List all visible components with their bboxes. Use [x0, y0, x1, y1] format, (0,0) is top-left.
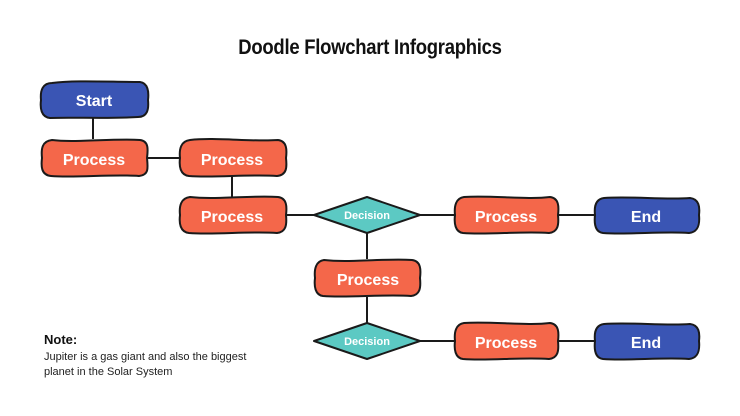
note-title: Note: [44, 332, 78, 347]
process-label-5: Process [337, 272, 399, 289]
process-node-5: Process [313, 258, 422, 298]
process-label-1: Process [63, 152, 125, 169]
end-node-2: End [593, 322, 701, 361]
page-title: Doodle Flowchart Infographics [238, 36, 502, 59]
process-label-6: Process [475, 335, 537, 352]
connectors [92, 118, 594, 342]
process-node-2: Process [178, 138, 288, 178]
end-node-1: End [593, 196, 701, 235]
start-label: Start [76, 93, 113, 110]
note-body: Jupiter is a gas giant and also the bigg… [44, 351, 247, 378]
decision-label-1: Decision [344, 210, 390, 222]
process-node-1: Process [40, 138, 149, 178]
decision-node-2: Decision [313, 322, 421, 360]
process-label-2: Process [201, 152, 263, 169]
process-node-6: Process [453, 321, 560, 361]
decision-label-2: Decision [344, 336, 390, 348]
end-label-2: End [631, 335, 661, 352]
end-label-1: End [631, 209, 661, 226]
process-node-4: Process [453, 195, 560, 235]
decision-node-1: Decision [313, 196, 421, 234]
process-node-3: Process [178, 195, 288, 235]
start-node: Start [39, 80, 150, 120]
process-label-4: Process [475, 209, 537, 226]
process-label-3: Process [201, 209, 263, 226]
